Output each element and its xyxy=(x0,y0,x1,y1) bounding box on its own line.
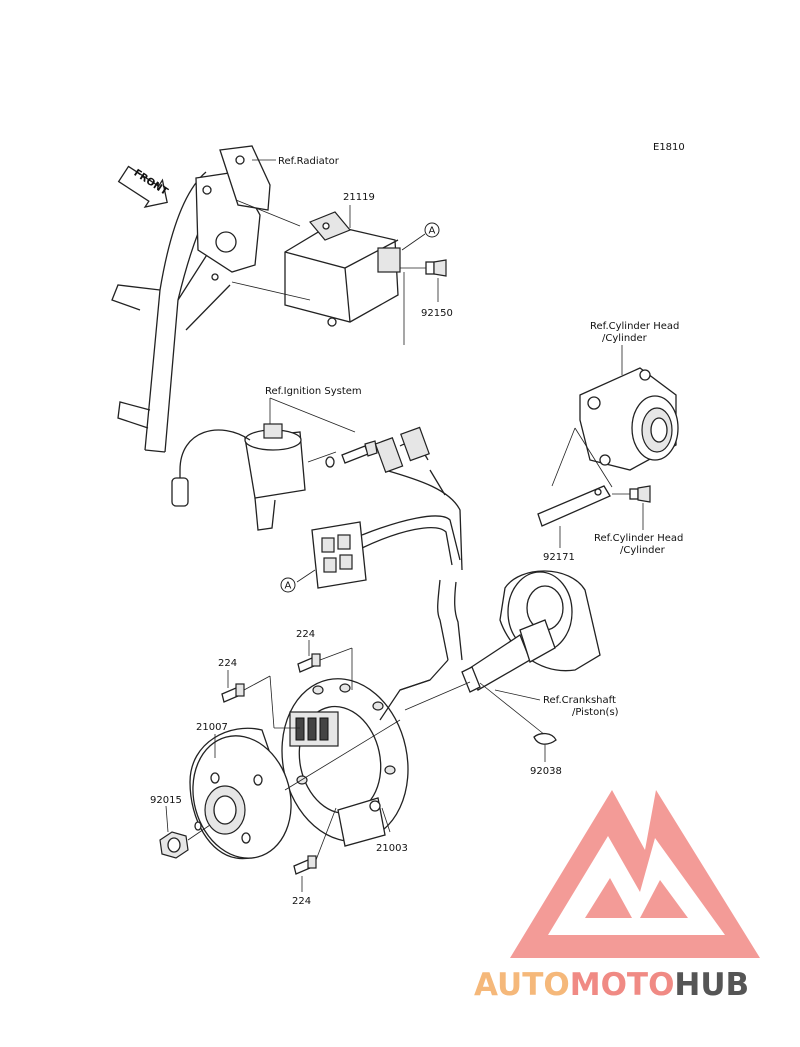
flywheel-rotor xyxy=(189,727,292,860)
screw-224-left xyxy=(221,683,245,703)
callout-a-top xyxy=(424,222,440,238)
radiator-bracket xyxy=(195,145,271,281)
stator-connector xyxy=(311,521,367,589)
ref-crankshaft-line1: Ref.Crankshaft xyxy=(543,695,616,706)
part-92038-label: 92038 xyxy=(530,766,562,777)
crankshaft-shaft xyxy=(461,619,556,693)
callout-a-bottom xyxy=(280,577,296,593)
stator-plate xyxy=(281,678,431,847)
ignition-coil xyxy=(171,423,306,531)
watermark-brand-text: AUTOMOTOHUB xyxy=(474,967,749,1003)
part-224-left-label: 224 xyxy=(218,658,237,669)
ref-cylinder-head-bottom-line2: /Cylinder xyxy=(620,545,666,556)
screw-224-bottom xyxy=(293,855,317,875)
ref-crankshaft-line2: /Piston(s) xyxy=(572,707,619,718)
woodruff-key-92038 xyxy=(533,732,557,745)
screw-224-top xyxy=(297,653,321,673)
bracket-92171 xyxy=(537,485,611,527)
part-92171-label: 92171 xyxy=(543,552,575,563)
front-arrow-icon xyxy=(117,165,168,209)
part-92015-label: 92015 xyxy=(150,795,182,806)
diagram-code-label: E1810 xyxy=(653,142,685,153)
cdi-unit xyxy=(284,211,401,327)
part-92150-label: 92150 xyxy=(421,308,453,319)
bolt-cylinder-mount xyxy=(612,485,651,503)
part-21007-label: 21007 xyxy=(196,722,228,733)
bolt-92150 xyxy=(400,259,447,277)
ref-cylinder-head-top-line2: /Cylinder xyxy=(602,333,648,344)
ref-ignition-system-label: Ref.Ignition System xyxy=(265,386,362,397)
ref-radiator-label: Ref.Radiator xyxy=(278,156,340,167)
part-21003-label: 21003 xyxy=(376,843,408,854)
part-21119-label: 21119 xyxy=(343,192,375,203)
nut-92015 xyxy=(159,831,189,859)
cylinder-head-part xyxy=(579,367,679,471)
ref-cylinder-head-bottom-line1: Ref.Cylinder Head xyxy=(594,533,683,544)
coil-bolt xyxy=(307,440,378,468)
automotohub-watermark-logo xyxy=(510,790,760,958)
ref-cylinder-head-top-line1: Ref.Cylinder Head xyxy=(590,321,679,332)
callout-a-bottom-label: A xyxy=(285,581,292,592)
wiring-harness xyxy=(361,426,463,691)
part-224-top-label: 224 xyxy=(296,629,315,640)
callout-a-top-label: A xyxy=(429,226,436,237)
part-224-bottom-label: 224 xyxy=(292,896,311,907)
